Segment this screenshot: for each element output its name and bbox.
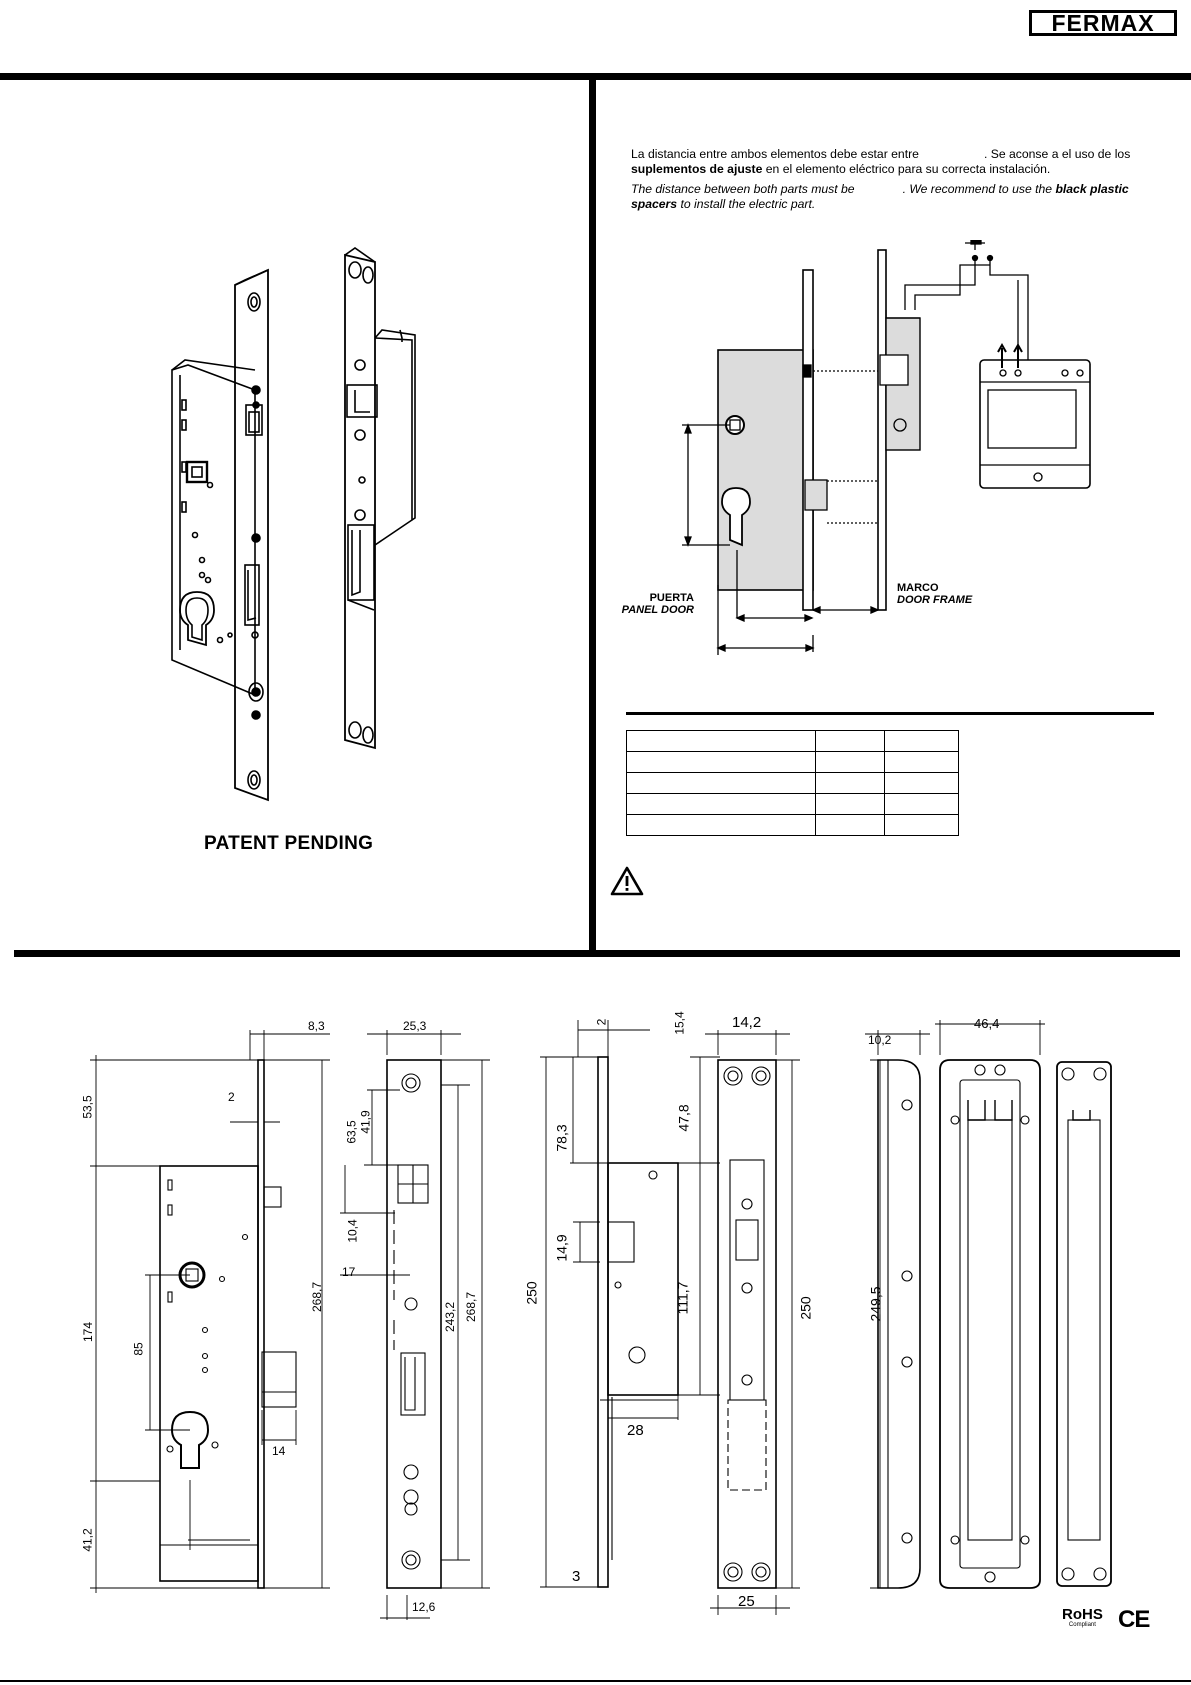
distance-note-es-part1: La distancia entre ambos elementos debe …: [631, 147, 919, 161]
rohs-subtext: Compliant: [1068, 1622, 1096, 1628]
dim-85: 85: [131, 1342, 146, 1356]
table-row: [626, 751, 959, 773]
table-row: [626, 772, 959, 794]
dim-25: 25: [738, 1593, 755, 1610]
label-frame: MARCO DOOR FRAME: [897, 582, 972, 606]
faceplate-front-view: [386, 1059, 442, 1589]
distance-note-es: La distancia entre ambos elementos debe …: [631, 147, 1151, 177]
dim-249-5: 249,5: [867, 1286, 884, 1322]
spacer-plate-alt: [1056, 1061, 1112, 1587]
dim-243-2: 243,2: [443, 1301, 458, 1333]
patent-pending-notice: PATENT PENDING: [204, 833, 374, 854]
dim-3: 3: [572, 1568, 581, 1585]
mid-rule: [14, 950, 1180, 957]
label-door-frame: DOOR FRAME: [897, 594, 973, 606]
bottom-rule: [0, 1680, 1191, 1682]
spec-table: [626, 730, 959, 836]
label-puerta: PUERTA: [649, 592, 694, 604]
section-rule: [626, 712, 1154, 715]
installation-diagram: [682, 240, 1091, 655]
dim-28: 28: [627, 1422, 644, 1439]
dim-250b: 250: [797, 1296, 814, 1320]
rohs-mark: RoHS Compliant: [1062, 1606, 1103, 1629]
dim-46-4: 46,4: [974, 1016, 1000, 1031]
fermax-logo: FERMAX: [1029, 10, 1177, 36]
dim-2: 2: [228, 1090, 235, 1104]
dim-41-2: 41,2: [80, 1528, 95, 1552]
label-door: PUERTA PANEL DOOR: [618, 592, 694, 616]
dim-111-7: 111,7: [674, 1281, 691, 1315]
dim-53-5: 53,5: [80, 1095, 95, 1119]
label-marco: MARCO: [897, 582, 939, 594]
dim-250: 250: [523, 1281, 540, 1305]
dim-47-8: 47,8: [675, 1104, 692, 1132]
dim-2b: 2: [594, 1018, 609, 1026]
ce-mark: CE: [1118, 1606, 1150, 1633]
center-divider: [589, 80, 596, 952]
logo-text: FERMAX: [1051, 9, 1155, 36]
spacer-side-profile: [877, 1059, 921, 1589]
dim-268-7b: 268,7: [464, 1291, 479, 1323]
dim-14-2: 14,2: [732, 1014, 762, 1031]
dim-268-7: 268,7: [310, 1281, 325, 1313]
distance-note-en-part1: The distance between both parts must be: [631, 182, 855, 196]
label-panel-door: PANEL DOOR: [621, 604, 694, 616]
spacers-term-es: suplementos de ajuste: [631, 162, 763, 176]
spacers-term-en-b: spacers: [631, 197, 678, 211]
dimension-drawings: [90, 1020, 1112, 1620]
dim-41-9: 41,9: [358, 1110, 373, 1134]
distance-note-en-part2: . We recommend to use the: [902, 182, 1056, 196]
dim-10-4: 10,4: [345, 1219, 360, 1243]
dim-10-2: 10,2: [868, 1033, 892, 1047]
spacer-plate: [939, 1059, 1041, 1589]
distance-note-es-part2: . Se aconse a el uso de los: [983, 147, 1131, 161]
dim-63-5: 63,5: [344, 1120, 359, 1144]
dim-14-9: 14,9: [553, 1234, 570, 1262]
strike-front-view: [717, 1059, 777, 1589]
dim-14: 14: [272, 1444, 286, 1458]
table-row: [626, 730, 959, 752]
lock-isometric-drawing: [171, 247, 416, 802]
dim-17: 17: [342, 1265, 356, 1279]
dim-12-6: 12,6: [412, 1600, 436, 1614]
distance-note-es-part3: en el elemento eléctrico para su correct…: [762, 162, 1051, 176]
distance-note-en: The distance between both parts must be.…: [631, 182, 1151, 212]
strike-side-view: [597, 1056, 679, 1588]
spacers-term-en-a: black plastic: [1055, 182, 1129, 196]
dim-8-3: 8,3: [308, 1019, 325, 1033]
table-row: [626, 793, 959, 815]
dim-78-3: 78,3: [553, 1124, 570, 1152]
warning-triangle-icon: [610, 866, 644, 896]
lock-front-view: [159, 1059, 297, 1589]
dim-25-3: 25,3: [403, 1019, 427, 1033]
top-rule: [0, 73, 1191, 80]
dim-174: 174: [81, 1321, 96, 1343]
rohs-text: RoHS: [1062, 1606, 1103, 1623]
dim-15-4: 15,4: [672, 1011, 687, 1035]
table-row: [626, 814, 959, 836]
distance-note-en-part3: to install the electric part.: [677, 197, 816, 211]
